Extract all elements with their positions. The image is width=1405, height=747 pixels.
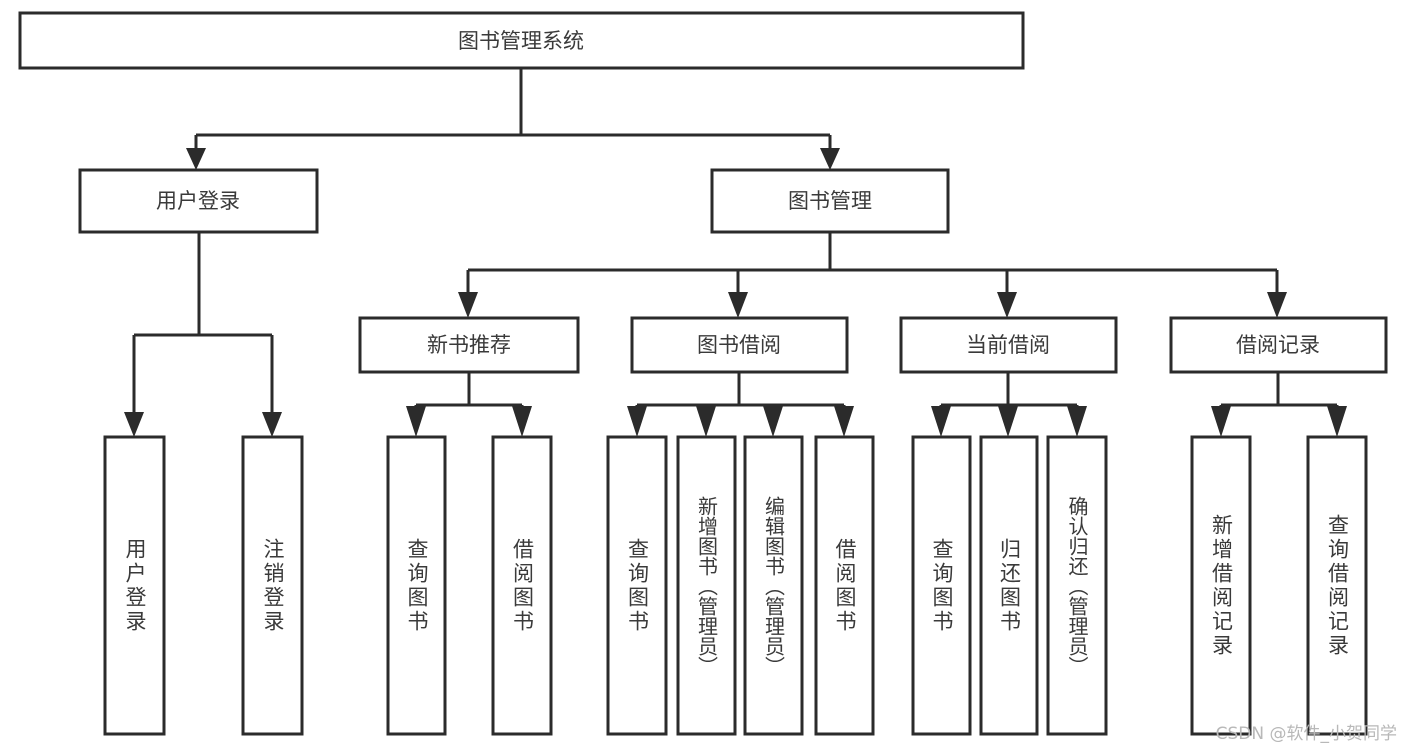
- node-book-manage-label: 图书管理: [788, 189, 872, 213]
- node-leaf-query-book-3-box[interactable]: [911, 435, 972, 736]
- node-root-box[interactable]: [18, 11, 1025, 70]
- node-leaf-borrow-book-1-box[interactable]: [491, 435, 553, 736]
- node-borrow-record-label: 借阅记录: [1236, 333, 1320, 357]
- node-root[interactable]: 图书管理系统: [18, 11, 1025, 70]
- node-leaf-query-record-box[interactable]: [1306, 435, 1368, 736]
- arrow-head-leaf-query-book-2: [627, 406, 647, 437]
- arrow-head-leaf-query-record: [1327, 406, 1347, 437]
- arrow-head-leaf-user-logout: [262, 412, 282, 437]
- arrow-head-leaf-return-book: [998, 406, 1018, 437]
- node-leaf-user-logout-box[interactable]: [241, 435, 304, 736]
- node-borrow-record-box[interactable]: [1169, 316, 1388, 374]
- node-leaf-user-login-box[interactable]: [103, 435, 166, 736]
- node-leaf-confirm-return-box[interactable]: [1046, 435, 1108, 736]
- node-book-borrow[interactable]: 图书借阅: [630, 316, 849, 374]
- node-root-label: 图书管理系统: [458, 29, 584, 53]
- node-borrow-record[interactable]: 借阅记录: [1169, 316, 1388, 374]
- node-user-login-label: 用户登录: [156, 189, 240, 213]
- node-new-book-recommend-box[interactable]: [358, 316, 580, 374]
- arrow-head-leaf-borrow-book-2: [834, 406, 854, 437]
- arrow-head-book-manage: [820, 148, 840, 170]
- node-user-login[interactable]: 用户登录: [78, 168, 319, 234]
- node-current-borrow-label: 当前借阅: [966, 333, 1050, 357]
- node-leaf-add-record-box[interactable]: [1190, 435, 1252, 736]
- node-leaf-return-book-box[interactable]: [979, 435, 1039, 736]
- arrow-head-new-book-recommend: [458, 292, 478, 318]
- arrow-head-leaf-user-login: [124, 412, 144, 437]
- arrow-head-leaf-edit-book: [763, 406, 783, 437]
- node-leaf-query-book-1-box[interactable]: [386, 435, 447, 736]
- node-leaf-query-book-2-box[interactable]: [606, 435, 668, 736]
- node-leaf-add-book-box[interactable]: [676, 435, 737, 736]
- arrow-head-leaf-confirm-return: [1067, 406, 1087, 437]
- arrow-head-leaf-add-book: [696, 406, 716, 437]
- arrow-head-leaf-query-book-3: [931, 406, 951, 437]
- node-layer: 图书管理系统 用户登录 图书管理 新书推荐 图书借阅 当前: [18, 11, 1388, 736]
- arrow-head-leaf-add-record: [1211, 406, 1231, 437]
- arrow-head-borrow-record: [1267, 292, 1287, 318]
- node-book-borrow-label: 图书借阅: [697, 333, 781, 357]
- arrow-head-current-borrow: [997, 292, 1017, 318]
- connector-layer: [124, 68, 1347, 437]
- arrow-head-leaf-query-book-1: [406, 406, 426, 437]
- node-new-book-recommend-label: 新书推荐: [427, 333, 511, 357]
- node-new-book-recommend[interactable]: 新书推荐: [358, 316, 580, 374]
- arrow-head-book-borrow: [728, 292, 748, 318]
- node-user-login-box[interactable]: [78, 168, 319, 234]
- node-current-borrow[interactable]: 当前借阅: [899, 316, 1118, 374]
- node-leaf-edit-book-box[interactable]: [743, 435, 804, 736]
- node-book-manage-box[interactable]: [710, 168, 950, 234]
- node-current-borrow-box[interactable]: [899, 316, 1118, 374]
- node-book-manage[interactable]: 图书管理: [710, 168, 950, 234]
- node-book-borrow-box[interactable]: [630, 316, 849, 374]
- node-leaf-borrow-book-2-box[interactable]: [814, 435, 875, 736]
- arrow-head-leaf-borrow-book-1: [512, 406, 532, 437]
- arrow-head-user-login: [186, 148, 206, 170]
